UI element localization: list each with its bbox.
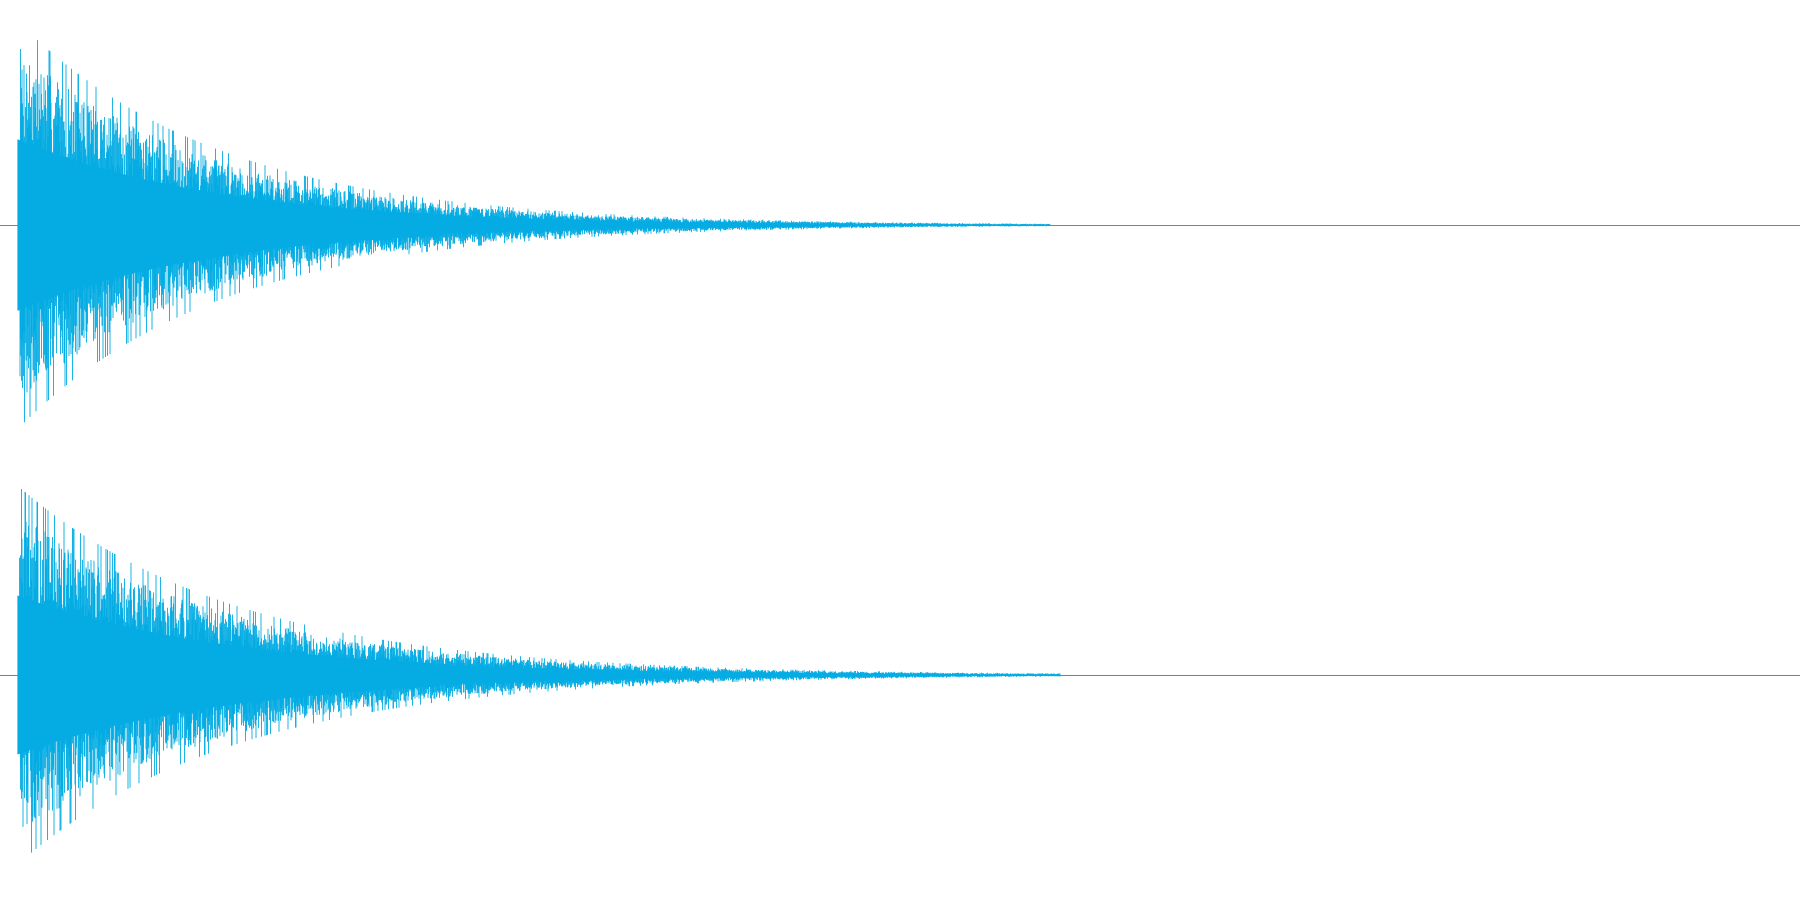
waveform-channel-left bbox=[0, 40, 1800, 423]
waveform-body bbox=[17, 595, 439, 755]
waveform-channel-right bbox=[0, 489, 1800, 853]
waveform-body bbox=[17, 139, 439, 311]
